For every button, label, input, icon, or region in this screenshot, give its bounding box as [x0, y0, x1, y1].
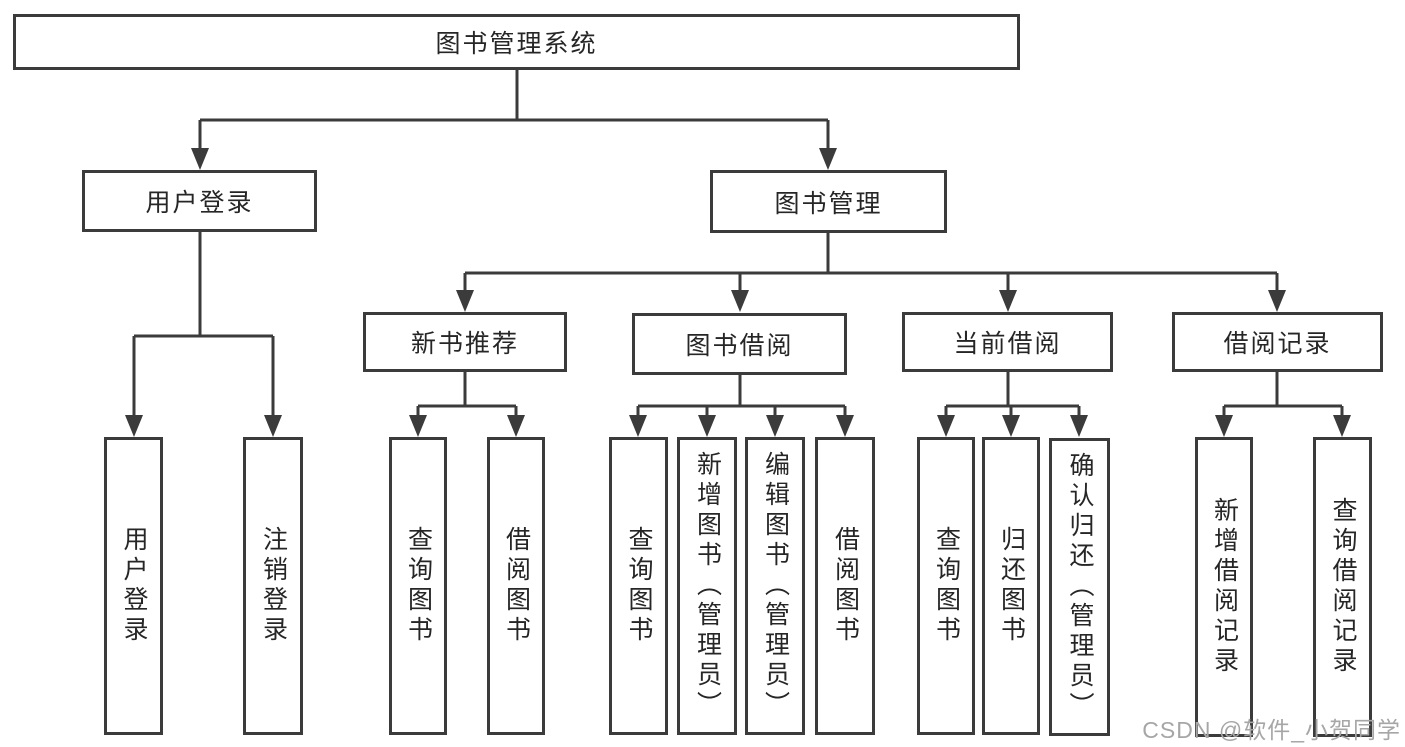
node-book-management: 图书管理 [710, 170, 947, 233]
node-user-login: 用户登录 [82, 170, 317, 232]
node-user-login-label: 用户登录 [145, 189, 254, 217]
node-leaf-query-borrow-record-label: 查询借阅记录 [1329, 497, 1357, 677]
node-leaf-confirm-return-admin: 确认归还（管理员） [1049, 438, 1110, 736]
node-leaf-query-borrow-record: 查询借阅记录 [1313, 437, 1372, 737]
node-leaf-borrow-books: 借阅图书 [815, 437, 875, 735]
node-new-book-recommend-label: 新书推荐 [410, 330, 519, 358]
node-leaf-add-books-admin: 新增图书（管理员） [677, 437, 737, 735]
node-leaf-edit-books-admin: 编辑图书（管理员） [745, 437, 805, 735]
node-leaf-return-books-label: 归还图书 [997, 526, 1026, 646]
node-leaf-edit-books-admin-label: 编辑图书（管理员） [761, 451, 790, 721]
arrowheads [125, 148, 1351, 437]
node-root-label: 图书管理系统 [435, 30, 598, 58]
csdn-watermark: CSDN @软件_小贺同学 [1142, 717, 1401, 743]
node-current-borrow-label: 当前借阅 [953, 330, 1062, 358]
node-leaf-query-books-borrow-label: 查询图书 [625, 526, 653, 646]
node-leaf-borrow-books-label: 借阅图书 [831, 526, 860, 646]
node-leaf-logout-login-label: 注销登录 [259, 526, 288, 646]
node-leaf-return-books: 归还图书 [982, 437, 1040, 735]
node-current-borrow: 当前借阅 [902, 312, 1113, 372]
node-leaf-user-login: 用户登录 [104, 437, 163, 735]
node-leaf-borrow-books-recommend-label: 借阅图书 [502, 526, 531, 646]
node-leaf-add-borrow-record: 新增借阅记录 [1195, 437, 1253, 737]
node-leaf-query-books-borrow: 查询图书 [609, 437, 668, 735]
node-root: 图书管理系统 [13, 14, 1020, 70]
node-leaf-add-books-admin-label: 新增图书（管理员） [693, 451, 722, 721]
node-book-borrow-label: 图书借阅 [685, 332, 794, 360]
node-book-borrow: 图书借阅 [632, 313, 847, 375]
node-book-management-label: 图书管理 [774, 189, 883, 218]
node-borrow-records: 借阅记录 [1172, 312, 1383, 372]
node-leaf-borrow-books-recommend: 借阅图书 [487, 437, 545, 735]
node-new-book-recommend: 新书推荐 [363, 312, 567, 372]
node-leaf-user-login-label: 用户登录 [120, 526, 148, 646]
node-leaf-query-books-recommend: 查询图书 [389, 437, 447, 735]
node-leaf-add-borrow-record-label: 新增借阅记录 [1210, 497, 1239, 677]
node-borrow-records-label: 借阅记录 [1223, 330, 1332, 358]
node-leaf-query-books-current: 查询图书 [917, 437, 975, 735]
node-leaf-confirm-return-admin-label: 确认归还（管理员） [1066, 452, 1094, 722]
node-leaf-logout-login: 注销登录 [243, 437, 303, 735]
node-leaf-query-books-recommend-label: 查询图书 [404, 526, 433, 646]
node-leaf-query-books-current-label: 查询图书 [932, 526, 961, 646]
